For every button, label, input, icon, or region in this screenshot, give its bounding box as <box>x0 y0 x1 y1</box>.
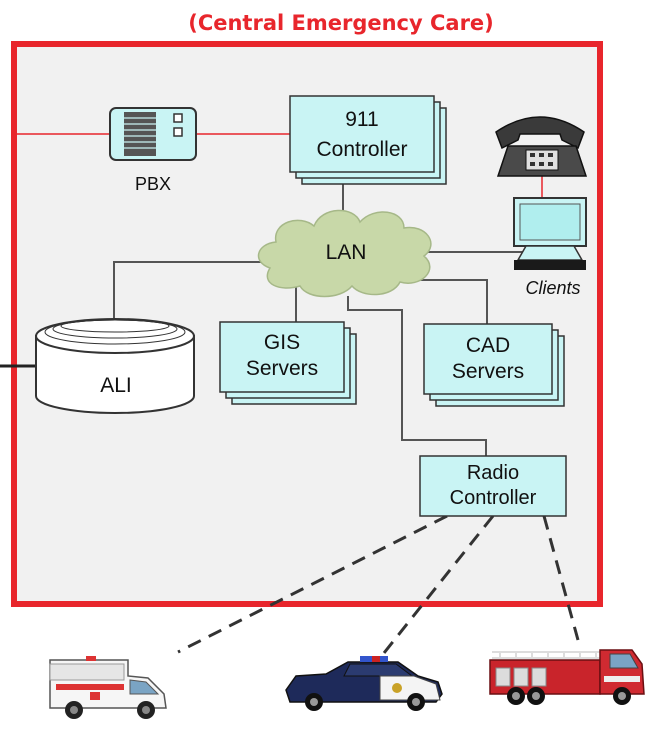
lan-label: LAN <box>326 241 367 264</box>
database-cylinder-icon <box>35 318 195 414</box>
gis-servers-node: GIS Servers <box>219 321 357 405</box>
ali-node: ALI <box>35 318 195 414</box>
phone-lines <box>14 133 543 198</box>
clients-node: Clients <box>513 197 587 298</box>
line-lan-to-ali <box>113 261 288 318</box>
gis-line1: GIS <box>264 331 300 354</box>
radio-link-police <box>382 515 495 654</box>
ambulance-icon <box>49 656 167 719</box>
computer-monitor-icon <box>513 197 587 270</box>
pbx-node: PBX <box>109 107 197 194</box>
controller-911-line2: Controller <box>316 138 407 161</box>
lan-node: LAN <box>257 209 432 298</box>
radio-line1: Radio <box>467 462 519 484</box>
pbx-icon <box>109 107 197 161</box>
cad-line1: CAD <box>466 334 510 357</box>
fire-truck-icon <box>489 649 645 705</box>
telephone-icon <box>495 116 588 177</box>
ali-label: ALI <box>100 374 132 397</box>
radio-line2: Controller <box>450 487 537 509</box>
radio-controller-node: Radio Controller <box>419 455 567 517</box>
cad-servers-node: CAD Servers <box>423 323 565 407</box>
line-lan-to-radio <box>347 296 487 456</box>
clients-label: Clients <box>525 278 580 298</box>
diagram-title: (Central Emergency Care) <box>188 11 494 35</box>
radio-link-ambulance <box>177 514 448 654</box>
cloud-icon <box>257 209 432 298</box>
gis-line2: Servers <box>246 357 318 380</box>
controller-911-line1: 911 <box>345 108 378 131</box>
pbx-label: PBX <box>135 174 171 194</box>
controller-911-node: 911 Controller <box>289 95 447 185</box>
line-lan-to-cad <box>420 279 488 324</box>
cad-line2: Servers <box>452 360 524 383</box>
police-car-icon <box>285 656 443 711</box>
radio-links <box>177 514 580 654</box>
